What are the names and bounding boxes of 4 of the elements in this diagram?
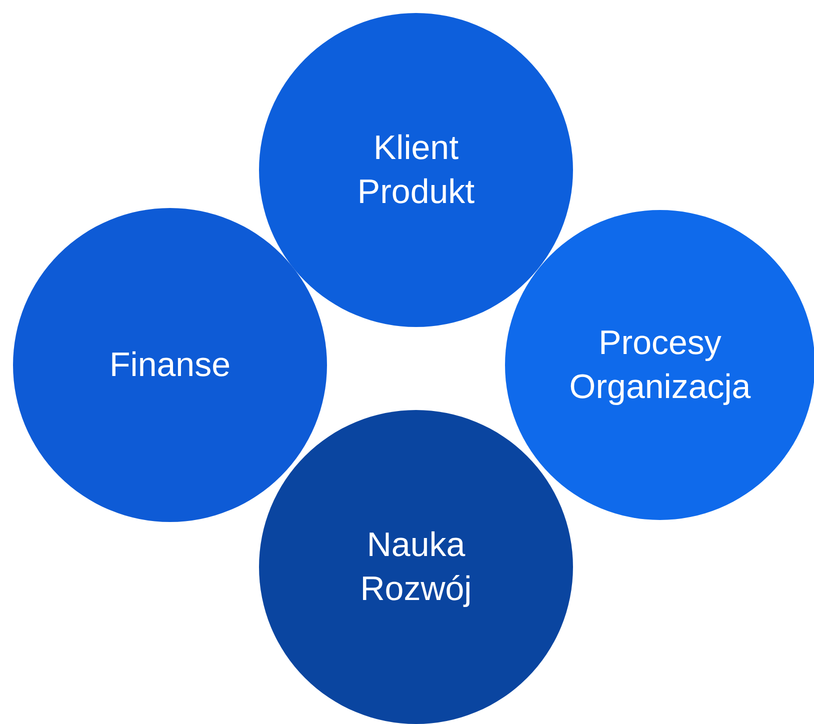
node-label: Nauka Rozwój [359,525,473,610]
node-label: Finanse [110,345,230,386]
node-label: Procesy Organizacja [568,323,752,408]
node-label: Klient Produkt [356,128,476,213]
